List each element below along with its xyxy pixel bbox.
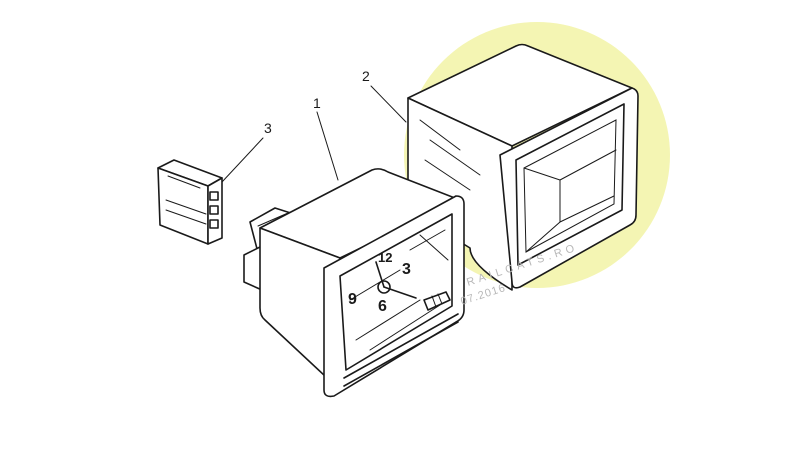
part-2-housing: [407, 43, 639, 291]
dial-numeral-9: 9: [348, 291, 357, 308]
callout-label-2: 2: [362, 68, 370, 84]
part-1-clock: 12 3 6 9: [243, 168, 465, 398]
leader-line-1: [316, 111, 339, 181]
dial-numeral-12: 12: [378, 250, 392, 265]
dial-numeral-6: 6: [378, 298, 387, 315]
part-3-connector: [157, 159, 223, 245]
hour-hand: [375, 261, 385, 288]
leader-line-3: [221, 137, 264, 183]
callout-label-1: 1: [313, 95, 321, 111]
watermark-date: 07.2016: [459, 282, 507, 308]
minute-hand: [383, 286, 417, 299]
dial-numeral-3: 3: [402, 261, 411, 278]
leader-line-2: [370, 85, 407, 123]
callout-label-3: 3: [264, 120, 272, 136]
